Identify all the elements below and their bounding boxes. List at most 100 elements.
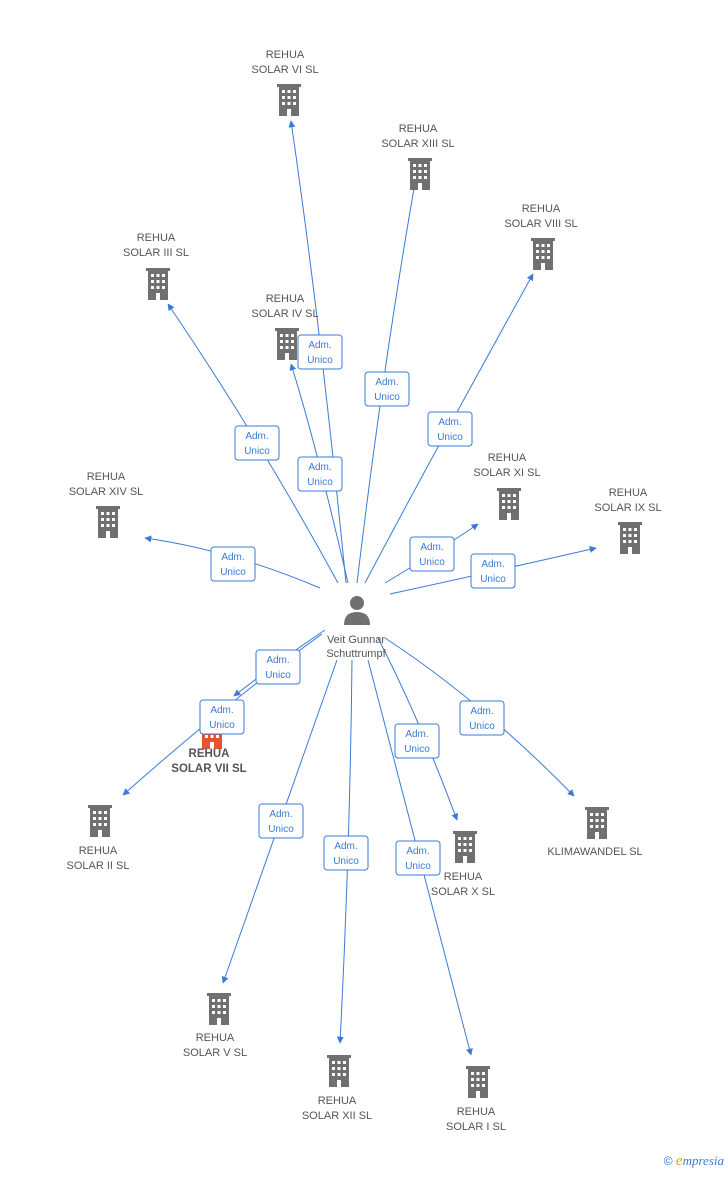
edge-label-ix[interactable]: Adm.Unico bbox=[470, 553, 516, 589]
edge-label-line2: Unico bbox=[307, 477, 333, 488]
edge-label-line1: Adm. bbox=[266, 655, 289, 666]
edge-label-xiii[interactable]: Adm. Unico bbox=[364, 371, 410, 407]
company-node-klima[interactable]: KLIMAWANDEL SL bbox=[547, 807, 643, 858]
building-icon bbox=[408, 158, 432, 190]
edge-label-xi[interactable]: Adm.Unico bbox=[409, 536, 455, 572]
building-icon bbox=[275, 328, 299, 360]
building-icon bbox=[531, 238, 555, 270]
edge-label-line1: Adm. bbox=[481, 559, 504, 570]
company-node-v[interactable]: REHUA SOLAR V SL bbox=[183, 993, 247, 1059]
company-name-line2: SOLAR XIV SL bbox=[69, 486, 144, 498]
company-node-vi[interactable]: REHUA SOLAR VI SL bbox=[251, 49, 319, 116]
edge-label-line2: Unico bbox=[469, 721, 495, 732]
edge-label-line2: Unico bbox=[333, 856, 359, 867]
edge-label-box bbox=[364, 371, 410, 407]
building-icon bbox=[207, 993, 231, 1025]
company-name-line2: SOLAR IV SL bbox=[251, 308, 318, 320]
edge-label-box bbox=[210, 546, 256, 582]
company-name-line2: SOLAR IX SL bbox=[594, 502, 661, 514]
edge-label-ii[interactable]: Adm.Unico bbox=[199, 699, 245, 735]
edge-label-line1: Adm. bbox=[221, 552, 244, 563]
edge-label-line2: Unico bbox=[404, 744, 430, 755]
edge-label-line2: Unico bbox=[405, 861, 431, 872]
edge-label-line2: Unico bbox=[265, 670, 291, 681]
company-name-line1: REHUA bbox=[522, 203, 561, 215]
edge-label-box bbox=[297, 334, 343, 370]
company-node-ix[interactable]: REHUA SOLAR IX SL bbox=[594, 487, 662, 554]
edge-label-iii[interactable]: Adm.Unico bbox=[234, 425, 280, 461]
edge-label-viii[interactable]: Adm.Unico bbox=[427, 411, 473, 447]
edge-label-box bbox=[395, 840, 441, 876]
company-name-line1: REHUA bbox=[444, 871, 483, 883]
edge-label-box bbox=[258, 803, 304, 839]
company-node-vii[interactable]: REHUA SOLAR VII SL bbox=[171, 717, 247, 775]
edge-label-line2: Unico bbox=[437, 432, 463, 443]
edge-label-v[interactable]: Adm. Unico bbox=[258, 803, 304, 839]
edge-label-line2: Unico bbox=[307, 355, 333, 366]
company-name-line1: REHUA bbox=[609, 487, 648, 499]
building-icon bbox=[146, 268, 170, 300]
company-node-xii[interactable]: REHUA SOLAR XII SL bbox=[302, 1055, 372, 1122]
company-name-line1: REHUA bbox=[196, 1032, 235, 1044]
building-icon bbox=[96, 506, 120, 538]
edge-label-line1: Adm. bbox=[375, 377, 398, 388]
edge-xiii bbox=[356, 165, 421, 584]
edge-label-xii[interactable]: Adm. Unico bbox=[323, 835, 369, 871]
edge-label-line1: Adm. bbox=[406, 846, 429, 857]
edge-label-line2: Unico bbox=[244, 446, 270, 457]
person-name-line2: Schuttrumpf bbox=[326, 648, 386, 660]
brand-name: mpresia bbox=[682, 1153, 724, 1168]
edge-label-line1: Adm. bbox=[210, 705, 233, 716]
company-name-line2: SOLAR VI SL bbox=[251, 64, 318, 76]
edge-label-line2: Unico bbox=[374, 392, 400, 403]
building-icon bbox=[277, 84, 301, 116]
company-name-line1: KLIMAWANDEL SL bbox=[547, 846, 642, 858]
edge-label-vii[interactable]: Adm. Unico bbox=[255, 649, 301, 685]
edge-label-line1: Adm. bbox=[269, 809, 292, 820]
copyright-brand[interactable]: © empresia bbox=[664, 1153, 724, 1170]
company-name-line1: REHUA bbox=[266, 49, 305, 61]
edge-label-line1: Adm. bbox=[334, 841, 357, 852]
edge-label-xiv[interactable]: Adm. Unico bbox=[210, 546, 256, 582]
company-name-line2: SOLAR XI SL bbox=[473, 467, 540, 479]
company-name-line2: SOLAR V SL bbox=[183, 1047, 247, 1059]
company-name-line2: SOLAR VII SL bbox=[171, 763, 246, 775]
edge-label-klima[interactable]: Adm. Unico bbox=[459, 700, 505, 736]
edge-label-box bbox=[255, 649, 301, 685]
edge-label-line2: Unico bbox=[220, 567, 246, 578]
edge-label-line2: Unico bbox=[268, 824, 294, 835]
edge-label-line1: Adm. bbox=[308, 340, 331, 351]
edge-label-box bbox=[470, 553, 516, 589]
brand-e: e bbox=[675, 1153, 683, 1169]
company-name-line1: REHUA bbox=[457, 1106, 496, 1118]
edge-label-line1: Adm. bbox=[470, 706, 493, 717]
company-name-line1: REHUA bbox=[137, 232, 176, 244]
edge-label-x[interactable]: Adm.Unico bbox=[394, 723, 440, 759]
company-name-line1: REHUA bbox=[318, 1095, 357, 1107]
company-node-xiv[interactable]: REHUA SOLAR XIV SL bbox=[69, 471, 144, 538]
edge-label-box bbox=[409, 536, 455, 572]
edge-label-box bbox=[427, 411, 473, 447]
company-name-line1: REHUA bbox=[189, 748, 230, 760]
edge-label-iv[interactable]: Adm.Unico bbox=[297, 456, 343, 492]
company-name-line2: SOLAR XII SL bbox=[302, 1110, 372, 1122]
edge-label-i[interactable]: Adm. Unico bbox=[395, 840, 441, 876]
company-name-line1: REHUA bbox=[87, 471, 126, 483]
building-icon bbox=[327, 1055, 351, 1087]
person-icon bbox=[344, 596, 370, 625]
edge-label-line1: Adm. bbox=[420, 542, 443, 553]
building-icon bbox=[453, 831, 477, 863]
edge-label-vi[interactable]: Adm. Unico bbox=[297, 334, 343, 370]
company-name-line1: REHUA bbox=[79, 845, 118, 857]
edge-label-box bbox=[459, 700, 505, 736]
